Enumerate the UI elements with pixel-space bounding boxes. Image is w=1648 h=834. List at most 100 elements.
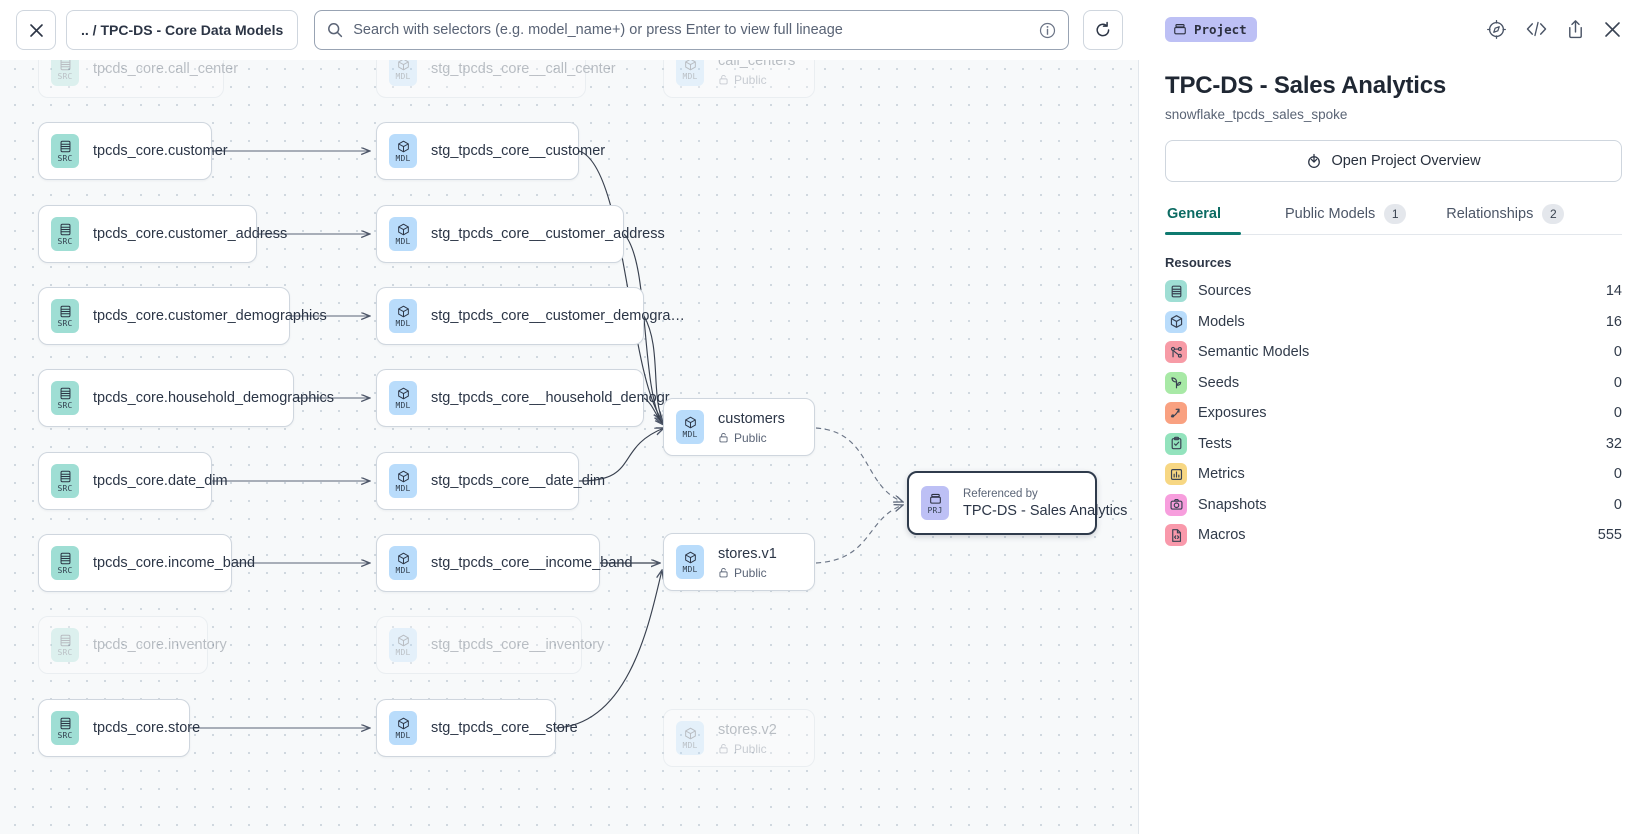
refresh-button[interactable] — [1083, 10, 1123, 50]
node-text: tpcds_core.customer_demographics — [93, 307, 327, 325]
node-text: stg_tpcds_core__customer — [431, 142, 605, 160]
lock-open-icon — [719, 744, 728, 754]
node-title: stg_tpcds_core__household_demogr… — [431, 390, 685, 406]
database-icon — [60, 634, 70, 646]
node-type-chip: SRC — [51, 464, 79, 498]
lineage-node-mdl_household_demo[interactable]: MDL stg_tpcds_core__household_demogr… — [376, 369, 685, 427]
resource-name: Seeds — [1198, 374, 1240, 391]
lineage-node-src_customer_demo[interactable]: SRC tpcds_core.customer_demographics — [38, 287, 327, 345]
node-type-label: MDL — [395, 71, 411, 81]
share-icon[interactable] — [1566, 19, 1585, 39]
cube-icon — [397, 552, 409, 564]
camera-icon — [1169, 499, 1183, 510]
lineage-node-src_date_dim[interactable]: SRC tpcds_core.date_dim — [38, 452, 228, 510]
node-type-chip: MDL — [389, 299, 417, 333]
node-type-label: MDL — [395, 400, 411, 410]
node-supertitle: Referenced by — [963, 487, 1038, 500]
database-icon — [60, 58, 70, 70]
node-type-chip: MDL — [676, 410, 704, 444]
resource-row-seeds[interactable]: Seeds 0 — [1165, 368, 1622, 399]
node-text: tpcds_core.income_band — [93, 554, 256, 572]
search-icon — [328, 23, 343, 38]
open-project-overview-button[interactable]: Open Project Overview — [1165, 140, 1622, 182]
node-type-label: PRJ — [927, 505, 943, 515]
compass-icon[interactable] — [1486, 19, 1507, 40]
code-brackets-icon[interactable] — [1525, 20, 1548, 38]
resource-type-label: Project — [1194, 21, 1247, 37]
close-icon — [29, 23, 43, 37]
panel-header: Project — [1165, 0, 1622, 58]
resource-count: 0 — [1613, 344, 1622, 361]
node-type-label: MDL — [682, 564, 698, 574]
node-type-label: MDL — [395, 483, 411, 493]
breadcrumb[interactable]: .. / TPC-DS - Core Data Models — [66, 10, 299, 50]
node-type-label: SRC — [57, 71, 73, 81]
tab-label: Relationships — [1446, 206, 1534, 222]
resource-row-semantic-models[interactable]: Semantic Models 0 — [1165, 337, 1622, 368]
resource-count: 555 — [1597, 527, 1622, 544]
node-type-label: MDL — [682, 740, 698, 750]
node-type-label: MDL — [395, 730, 411, 740]
resource-name: Sources — [1198, 283, 1252, 300]
lineage-node-mdl_customer_demo[interactable]: MDL stg_tpcds_core__customer_demogra… — [376, 287, 685, 345]
details-panel: Project — [1139, 0, 1648, 834]
node-access: Public — [718, 431, 785, 445]
node-type-chip: SRC — [51, 217, 79, 251]
cube-icon — [1170, 315, 1182, 329]
tab-general[interactable]: General — [1165, 204, 1265, 235]
node-type-chip: MDL — [389, 628, 417, 662]
node-type-label: SRC — [57, 318, 73, 328]
lock-open-icon — [719, 433, 728, 443]
resource-name: Semantic Models — [1198, 344, 1310, 361]
node-text: tpcds_core.date_dim — [93, 472, 228, 490]
cube-icon — [397, 223, 409, 235]
node-type-chip: SRC — [51, 628, 79, 662]
search-box[interactable] — [314, 10, 1069, 50]
close-icon[interactable] — [1603, 20, 1622, 39]
info-circle-icon[interactable] — [1039, 22, 1056, 39]
database-icon — [60, 387, 70, 399]
refresh-icon — [1096, 21, 1110, 37]
lineage-toolbar: .. / TPC-DS - Core Data Models — [0, 0, 1139, 60]
node-access: Public — [718, 742, 777, 756]
resource-type-badge: Project — [1165, 16, 1257, 42]
node-text: tpcds_core.customer — [93, 142, 228, 160]
resource-count: 0 — [1613, 374, 1622, 391]
cube-icon — [684, 727, 696, 739]
node-type-chip: MDL — [389, 217, 417, 251]
search-input[interactable] — [353, 22, 1029, 38]
close-lineage-button[interactable] — [16, 10, 56, 50]
node-title: tpcds_core.income_band — [93, 555, 256, 571]
node-text: stg_tpcds_core__household_demogr… — [431, 389, 685, 407]
node-title: stg_tpcds_core__customer_demogra… — [431, 308, 685, 324]
